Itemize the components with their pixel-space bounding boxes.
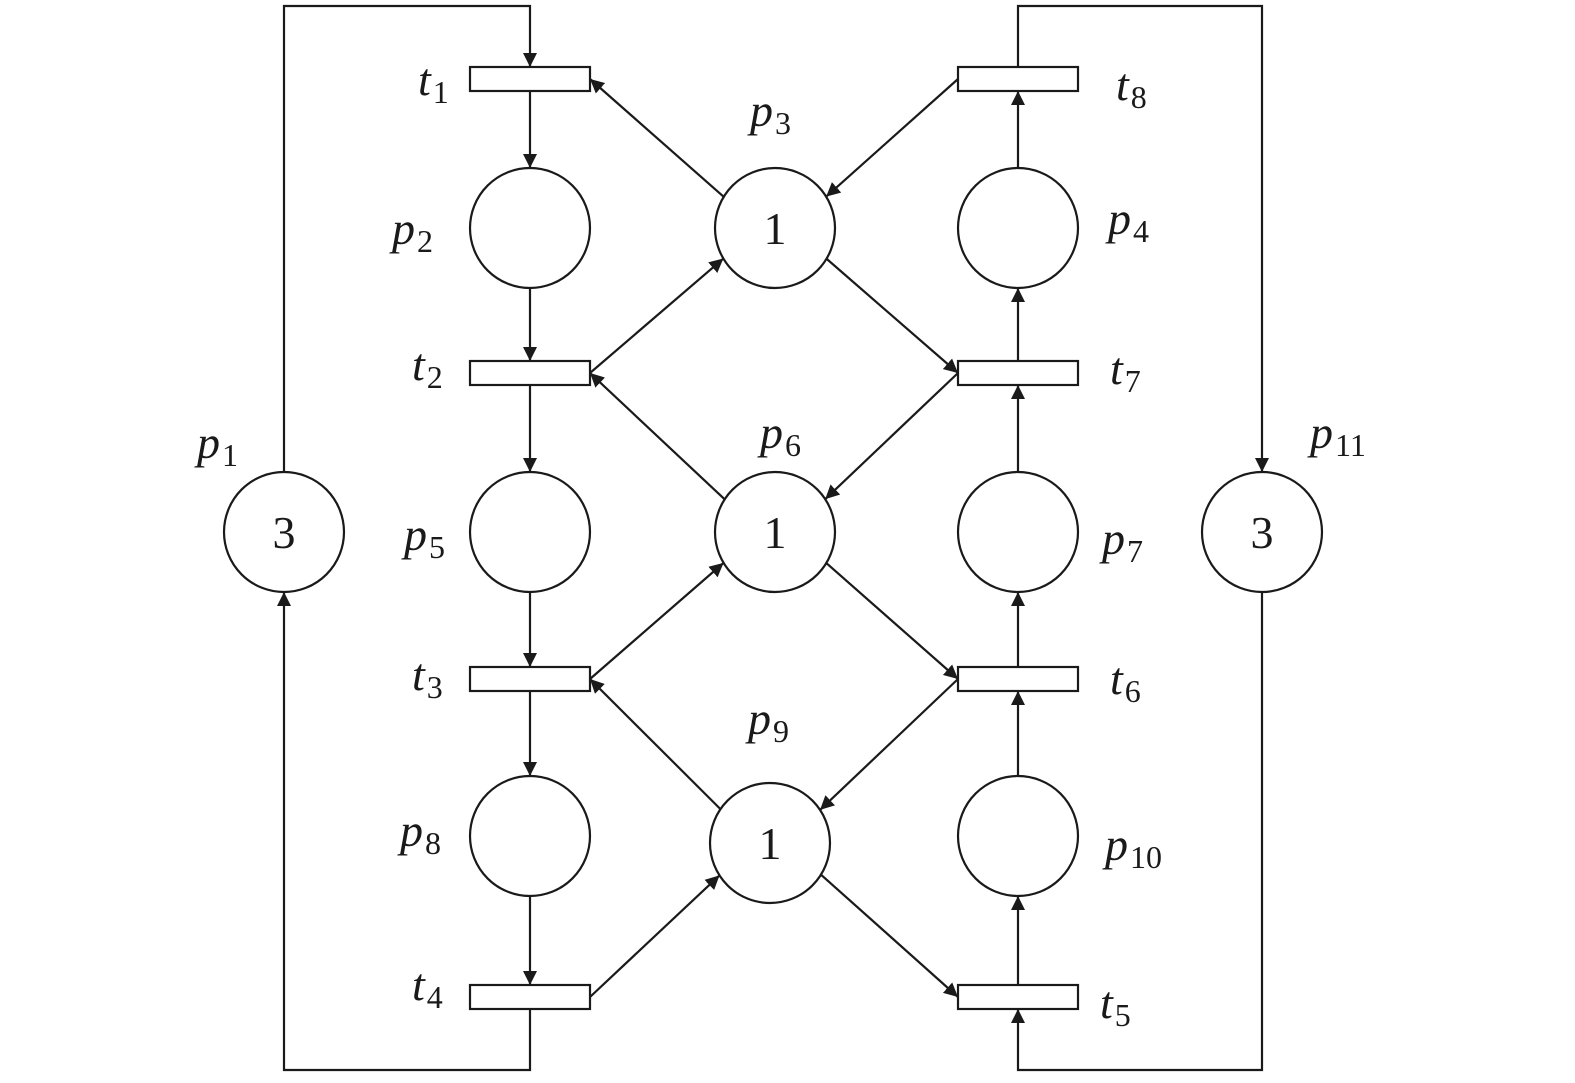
arc-t6-to-p9 xyxy=(819,678,959,811)
arc-p3-to-t1 xyxy=(589,78,725,198)
place-p4 xyxy=(956,166,1080,290)
arc-t7-to-p6 xyxy=(824,372,959,500)
place-label-p3: p3 xyxy=(747,85,791,141)
arc-p1-to-t1 xyxy=(282,4,537,472)
place-label-p9: p9 xyxy=(745,693,789,749)
token-count-p11: 3 xyxy=(1251,507,1274,558)
place-label-p10: p10 xyxy=(1102,819,1162,875)
place-p1 xyxy=(222,470,346,594)
arc-p6-to-t2 xyxy=(589,372,726,501)
labels: p1 p2 p3 p4 p5 p6 p7 p8 p9 p10 p11 t1 t2 t3 t4 t5 t6 t7 t8 xyxy=(194,54,1366,1033)
place-p5 xyxy=(468,470,592,594)
place-p10 xyxy=(956,774,1080,898)
arc-t3-to-p6 xyxy=(589,562,725,680)
place-p6 xyxy=(713,470,837,594)
transition-label-t2: t2 xyxy=(412,339,443,395)
place-p8 xyxy=(468,774,592,898)
arc-p9-to-t3 xyxy=(589,678,722,810)
place-p3 xyxy=(713,166,837,290)
arc-t2-to-p3 xyxy=(589,257,725,374)
place-p2 xyxy=(468,166,592,290)
transition-t4 xyxy=(468,983,592,1011)
token-count-p9: 1 xyxy=(759,818,782,869)
place-label-p7: p7 xyxy=(1099,513,1143,569)
arc-t8-to-p3 xyxy=(825,78,959,198)
transition-label-t8: t8 xyxy=(1116,59,1147,115)
arc-p3-to-t7 xyxy=(825,257,959,374)
transition-label-t3: t3 xyxy=(412,649,443,705)
transition-t5 xyxy=(956,983,1080,1011)
place-label-p11: p11 xyxy=(1307,407,1366,463)
places: 3 1 1 1 3 xyxy=(222,166,1324,905)
place-p7 xyxy=(956,470,1080,594)
token-count-p6: 1 xyxy=(764,507,787,558)
transition-label-t7: t7 xyxy=(1110,343,1141,399)
transition-t8 xyxy=(956,65,1080,93)
transition-label-t1: t1 xyxy=(418,54,449,110)
arc-t8-to-p11 xyxy=(1016,4,1269,472)
place-label-p8: p8 xyxy=(397,805,441,861)
place-label-p4: p4 xyxy=(1105,193,1149,249)
transition-t2 xyxy=(468,359,592,387)
transition-label-t6: t6 xyxy=(1110,653,1141,709)
transition-t7 xyxy=(956,359,1080,387)
arc-p9-to-t5 xyxy=(820,873,959,998)
place-label-p5: p5 xyxy=(401,509,445,565)
place-p9 xyxy=(708,781,832,905)
arc-t4-to-p1 xyxy=(277,592,532,1072)
transition-t3 xyxy=(468,665,592,693)
token-count-p1: 3 xyxy=(273,507,296,558)
transition-label-t4: t4 xyxy=(412,959,443,1015)
arcs xyxy=(277,4,1269,1072)
arc-t4-to-p9 xyxy=(589,874,721,998)
arc-p6-to-t6 xyxy=(825,562,959,680)
place-p11 xyxy=(1200,470,1324,594)
transition-t1 xyxy=(468,65,592,93)
transitions xyxy=(468,65,1080,1011)
arc-p11-to-t5 xyxy=(1011,592,1264,1072)
place-label-p6: p6 xyxy=(757,407,801,463)
place-label-p2: p2 xyxy=(389,203,433,259)
place-label-p1: p1 xyxy=(194,417,238,473)
transition-label-t5: t5 xyxy=(1100,977,1131,1033)
token-count-p3: 1 xyxy=(764,203,787,254)
transition-t6 xyxy=(956,665,1080,693)
